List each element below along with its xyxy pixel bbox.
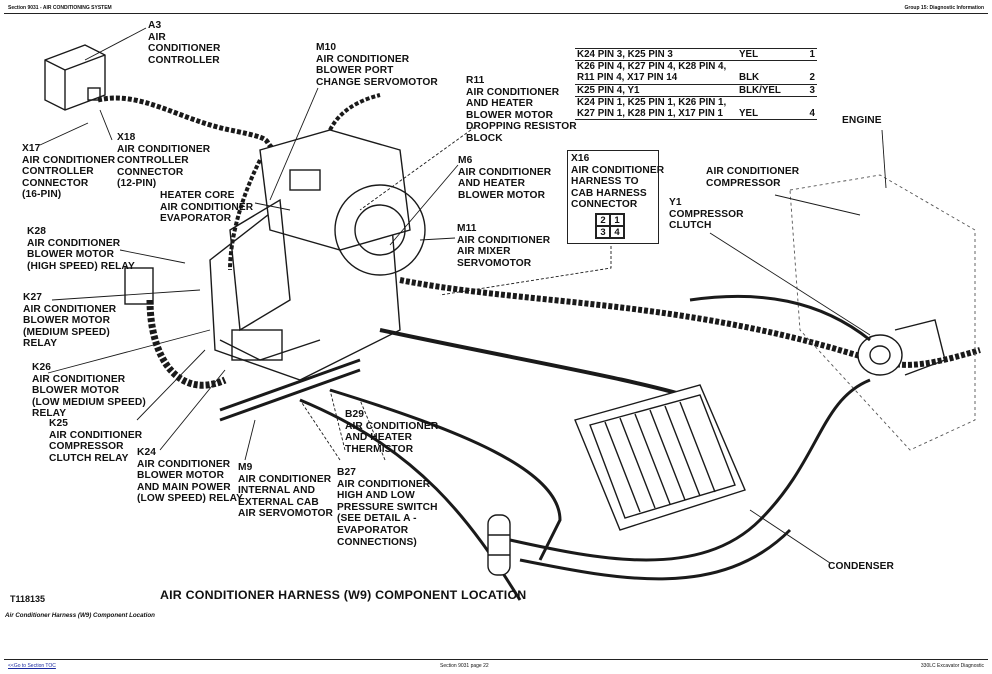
label-m9: M9 AIR CONDITIONER INTERNAL AND EXTERNAL… — [238, 462, 333, 520]
wire-number-cell: 1 — [809, 49, 815, 60]
label-x17: X17 AIR CONDITIONER CONTROLLER CONNECTOR… — [22, 143, 116, 201]
controller-harness — [97, 95, 277, 153]
relay-harness — [146, 299, 227, 389]
wire-number-cell: 2 — [809, 72, 815, 84]
leader-lines — [39, 27, 887, 564]
label-k24: K24 AIR CONDITIONER BLOWER MOTOR AND MAI… — [137, 447, 244, 505]
label-condenser: CONDENSER — [828, 561, 894, 572]
main-harness — [399, 277, 981, 368]
pins-cell: K26 PIN 4, K27 PIN 4, K28 PIN 4, R11 PIN… — [577, 61, 727, 84]
wire-color-cell: BLK/YEL — [739, 84, 781, 96]
pin-cell: 2 — [596, 214, 610, 226]
pin-cell: 1 — [610, 214, 624, 226]
footer-page-number: Section 9031 page 22 — [440, 663, 489, 669]
receiver-drier-drawing — [487, 514, 511, 576]
label-m6: M6 AIR CONDITIONER AND HEATER BLOWER MOT… — [458, 155, 552, 201]
wire-color-cell: YEL — [739, 108, 759, 120]
wire-color-cell: BLK — [739, 72, 760, 84]
label-x18: X18 AIR CONDITIONER CONTROLLER CONNECTOR… — [117, 132, 211, 190]
label-k26: K26 AIR CONDITIONER BLOWER MOTOR (LOW ME… — [32, 362, 146, 420]
x16-connector-box: X16 AIR CONDITIONER HARNESS TO CAB HARNE… — [567, 150, 664, 244]
go-to-section-toc-link[interactable]: <<Go to Section TOC — [8, 663, 56, 669]
header-group-title: Group 15: Diagnostic Information — [904, 5, 984, 11]
label-k25: K25 AIR CONDITIONER COMPRESSOR CLUTCH RE… — [49, 418, 143, 464]
label-b27: B27 AIR CONDITIONER HIGH AND LOW PRESSUR… — [337, 467, 438, 548]
condenser-drawing — [574, 384, 746, 531]
header-section-title: Section 9031 - AIR CONDITIONING SYSTEM — [8, 5, 112, 11]
label-m10: M10 AIR CONDITIONER BLOWER PORT CHANGE S… — [316, 42, 438, 88]
pins-cell: K25 PIN 4, Y1 — [577, 84, 640, 96]
pin-cell: 4 — [610, 226, 624, 238]
figure-title: AIR CONDITIONER HARNESS (W9) COMPONENT L… — [160, 588, 527, 602]
pins-cell: K24 PIN 1, K25 PIN 1, K26 PIN 1, K27 PIN… — [577, 96, 727, 120]
footer-manual-title: 330LC Excavator Diagnostic — [920, 663, 984, 669]
footer-toc-link-wrap: <<Go to Section TOC — [8, 663, 56, 669]
table-row: K25 PIN 4, Y1 BLK/YEL 3 — [575, 84, 817, 97]
label-y1: Y1 COMPRESSOR CLUTCH — [669, 197, 744, 232]
wire-number-cell: 3 — [809, 84, 815, 96]
hvac-unit-drawing — [209, 129, 426, 381]
relay-drawing — [124, 267, 154, 305]
pins-cell: K24 PIN 3, K25 PIN 3 — [577, 49, 673, 60]
label-k28: K28 AIR CONDITIONER BLOWER MOTOR (HIGH S… — [27, 226, 135, 272]
wire-color-cell: YEL — [739, 49, 759, 60]
controller-a3-drawing — [44, 44, 106, 111]
label-b29: B29 AIR CONDITIONER AND HEATER THERMISTO… — [345, 409, 439, 455]
header-divider — [4, 13, 988, 14]
pin-cell: 3 — [596, 226, 610, 238]
label-compressor: AIR CONDITIONER COMPRESSOR — [706, 166, 800, 189]
label-heater-core: HEATER CORE AIR CONDITIONER EVAPORATOR — [160, 190, 254, 225]
table-row: K24 PIN 1, K25 PIN 1, K26 PIN 1, K27 PIN… — [575, 96, 817, 120]
table-row: K26 PIN 4, K27 PIN 4, K28 PIN 4, R11 PIN… — [575, 61, 817, 85]
figure-caption: Air Conditioner Harness (W9) Component L… — [5, 612, 155, 619]
wire-number-cell: 4 — [809, 108, 815, 120]
footer-divider — [4, 659, 988, 660]
connector-pinout: 2 1 3 4 — [595, 213, 625, 239]
table-row: K24 PIN 3, K25 PIN 3 YEL 1 — [575, 48, 817, 61]
label-r11: R11 AIR CONDITIONER AND HEATER BLOWER MO… — [466, 75, 577, 144]
engine-drawing — [789, 174, 976, 451]
wire-color-table: K24 PIN 3, K25 PIN 3 YEL 1 K26 PIN 4, K2… — [575, 48, 817, 120]
label-k27: K27 AIR CONDITIONER BLOWER MOTOR (MEDIUM… — [23, 292, 117, 350]
compressor-drawing — [857, 319, 946, 376]
label-m11: M11 AIR CONDITIONER AIR MIXER SERVOMOTOR — [457, 223, 551, 269]
label-x16: X16 AIR CONDITIONER HARNESS TO CAB HARNE… — [571, 153, 665, 211]
figure-id: T118135 — [10, 594, 46, 604]
label-engine: ENGINE — [842, 115, 882, 126]
label-a3: A3 AIR CONDITIONER CONTROLLER — [148, 20, 221, 66]
